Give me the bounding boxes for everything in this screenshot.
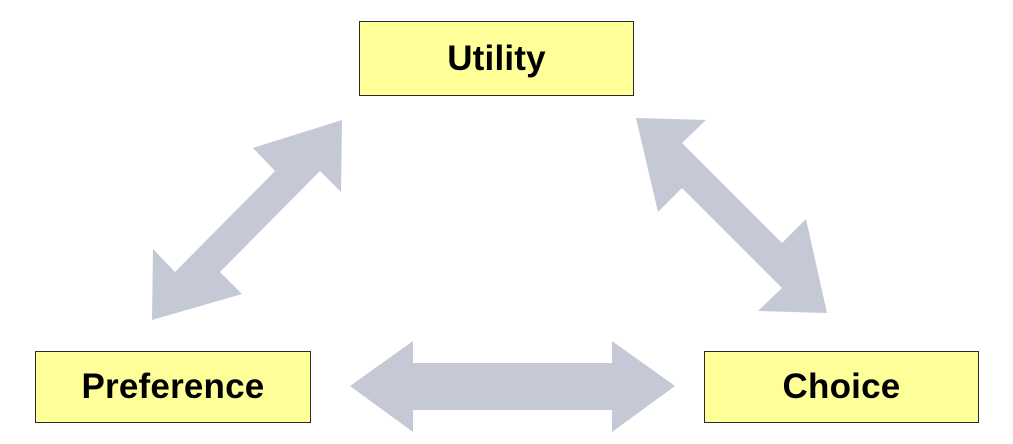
choice-label: Choice	[782, 367, 901, 406]
preference-label: Preference	[81, 367, 265, 406]
preference-choice-double-arrow	[350, 341, 675, 432]
utility-choice-double-arrow	[636, 118, 827, 313]
preference-utility-double-arrow	[152, 120, 342, 320]
utility-node: Utility	[359, 21, 634, 96]
utility-label: Utility	[447, 38, 546, 78]
choice-node: Choice	[704, 351, 979, 423]
preference-node: Preference	[35, 351, 311, 423]
